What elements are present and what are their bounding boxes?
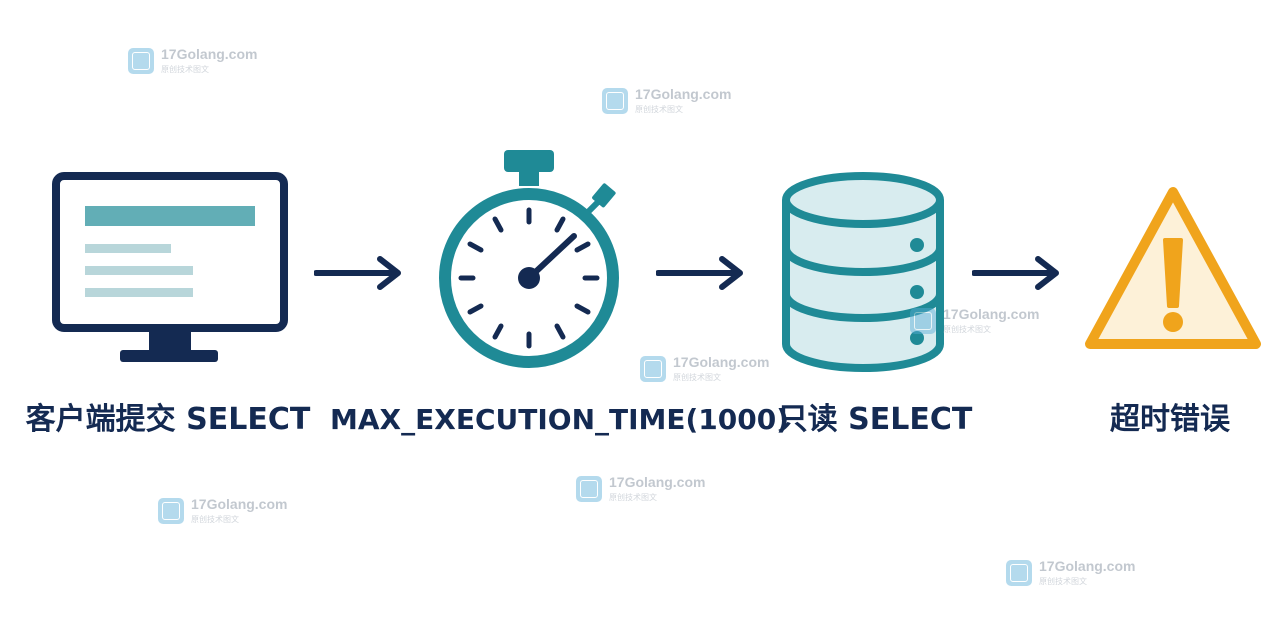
stopwatch-icon <box>434 148 634 376</box>
watermark-subtext: 原创技术图文 <box>943 325 991 334</box>
computer-monitor-icon <box>52 172 288 364</box>
watermark-logo-icon <box>910 308 936 334</box>
watermark-text: 17Golang.com <box>161 46 258 62</box>
watermark: 17Golang.com 原创技术图文 <box>910 306 1070 338</box>
step-label-max-execution-time: MAX_EXECUTION_TIME(1000) <box>330 403 790 436</box>
watermark-subtext: 原创技术图文 <box>161 65 209 74</box>
warning-icon <box>1082 184 1264 356</box>
watermark-text: 17Golang.com <box>609 474 706 490</box>
watermark: 17Golang.com 原创技术图文 <box>602 86 762 118</box>
watermark-subtext: 原创技术图文 <box>1039 577 1087 586</box>
flow-arrow-3 <box>971 254 1064 296</box>
watermark-logo-icon <box>640 356 666 382</box>
watermark-subtext: 原创技术图文 <box>635 105 683 114</box>
watermark-text: 17Golang.com <box>1039 558 1136 574</box>
step-label-readonly-select: 只读 SELECT <box>777 402 973 437</box>
step-label-client-select: 客户端提交 SELECT <box>25 402 311 437</box>
watermark-logo-icon <box>128 48 154 74</box>
watermark-text: 17Golang.com <box>191 496 288 512</box>
watermark-logo-icon <box>1006 560 1032 586</box>
watermark-logo-icon <box>576 476 602 502</box>
watermark-logo-icon <box>158 498 184 524</box>
flow-arrow-2 <box>655 254 748 296</box>
watermark: 17Golang.com 原创技术图文 <box>576 474 736 506</box>
watermark: 17Golang.com 原创技术图文 <box>128 46 288 78</box>
database-icon <box>780 172 946 374</box>
watermark: 17Golang.com 原创技术图文 <box>640 354 800 386</box>
watermark-logo-icon <box>602 88 628 114</box>
step-label-timeout-error: 超时错误 <box>1110 402 1230 437</box>
watermark-subtext: 原创技术图文 <box>609 493 657 502</box>
watermark: 17Golang.com 原创技术图文 <box>1006 558 1166 590</box>
watermark-text: 17Golang.com <box>943 306 1040 322</box>
watermark-subtext: 原创技术图文 <box>673 373 721 382</box>
flow-arrow-1 <box>313 254 406 296</box>
watermark-subtext: 原创技术图文 <box>191 515 239 524</box>
watermark: 17Golang.com 原创技术图文 <box>158 496 318 528</box>
watermark-text: 17Golang.com <box>673 354 770 370</box>
watermark-text: 17Golang.com <box>635 86 732 102</box>
